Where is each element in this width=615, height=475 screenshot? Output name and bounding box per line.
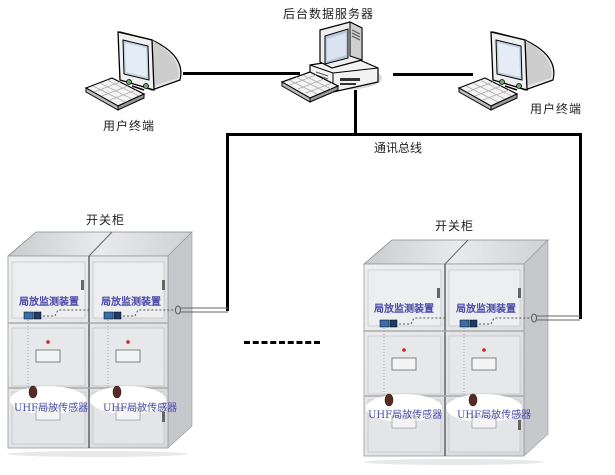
monitor-device-label: 局放监测装置 [19,297,79,308]
monitor-device-label: 局放监测装置 [456,304,516,315]
bus-label: 通讯总线 [374,141,423,155]
monitor-device-label: 局放监测装置 [374,304,434,315]
monitor-device-label: 局放监测装置 [101,297,161,308]
left-cabinet-group-label: 开关柜 [86,213,126,227]
left-terminal-label: 用户终端 [103,119,156,133]
uhf-sensor-label: UHF局放传感器 [103,403,178,414]
switchgear-cabinet-icon [362,239,580,465]
uhf-sensor-label: UHF局放传感器 [368,410,443,421]
switchgear-cabinet-icon [6,231,228,457]
line-left-terminal-to-server [183,72,300,75]
communication-bus-line [226,133,582,136]
bus-drop-right [579,133,582,319]
bus-drop-left [226,133,229,311]
more-cabinets-ellipsis [244,341,320,344]
right-cabinet-group-label: 开关柜 [435,219,475,233]
uhf-sensor-label: UHF局放传感器 [457,410,532,421]
line-server-to-right-terminal [393,73,473,76]
line-server-to-bus [354,90,357,135]
right-terminal-label: 用户终端 [530,102,583,116]
desktop-computer-icon [457,31,555,111]
server-label: 后台数据服务器 [283,7,375,21]
server-computer-icon [280,21,382,103]
desktop-computer-icon [84,31,182,111]
uhf-sensor-label: UHF局放传感器 [14,403,89,414]
